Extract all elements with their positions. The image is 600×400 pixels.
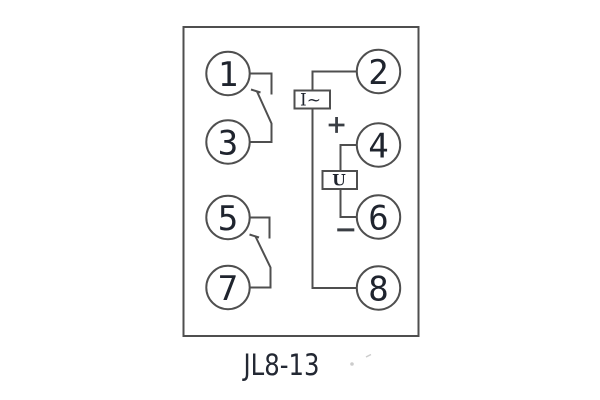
wire-2-to-coil bbox=[311, 70, 357, 91]
contact-1-arm-wire bbox=[250, 91, 273, 143]
contact-5-fixed-wire bbox=[248, 216, 271, 239]
watermark-speck bbox=[350, 362, 354, 366]
terminal-3-label: 3 bbox=[218, 124, 238, 164]
terminal-7: 7 bbox=[205, 264, 251, 311]
terminal-2-label: 2 bbox=[368, 53, 388, 93]
contact-1-fixed-wire bbox=[250, 72, 273, 95]
minus-sign: − bbox=[335, 215, 357, 245]
terminal-1: 1 bbox=[205, 50, 251, 97]
voltage-coil-label: U bbox=[332, 171, 346, 190]
terminal-6-label: 6 bbox=[368, 199, 388, 239]
terminal-7-label: 7 bbox=[218, 269, 238, 309]
wire-coil-to-6 bbox=[339, 189, 357, 218]
terminal-3: 3 bbox=[205, 119, 251, 165]
terminal-4: 4 bbox=[355, 122, 402, 168]
terminal-2: 2 bbox=[355, 48, 402, 95]
terminal-1-label: 1 bbox=[218, 55, 238, 95]
terminal-8-label: 8 bbox=[368, 270, 388, 310]
wire-4-to-coil bbox=[339, 144, 357, 171]
wire-coil-to-8 bbox=[311, 108, 357, 289]
terminal-4-label: 4 bbox=[368, 127, 388, 167]
terminal-8: 8 bbox=[355, 265, 402, 311]
watermark-speck bbox=[365, 353, 372, 358]
plus-sign: + bbox=[327, 111, 347, 139]
model-label: JL8-13 bbox=[242, 348, 320, 382]
terminal-6: 6 bbox=[355, 194, 402, 240]
contact-1-tip bbox=[250, 88, 261, 94]
contact-5-arm-wire bbox=[248, 236, 272, 289]
terminal-5-label: 5 bbox=[218, 199, 238, 239]
terminal-5: 5 bbox=[205, 194, 251, 241]
diagram-border bbox=[182, 26, 420, 337]
contact-5-tip bbox=[249, 233, 260, 239]
current-coil-label: I~ bbox=[300, 91, 321, 111]
